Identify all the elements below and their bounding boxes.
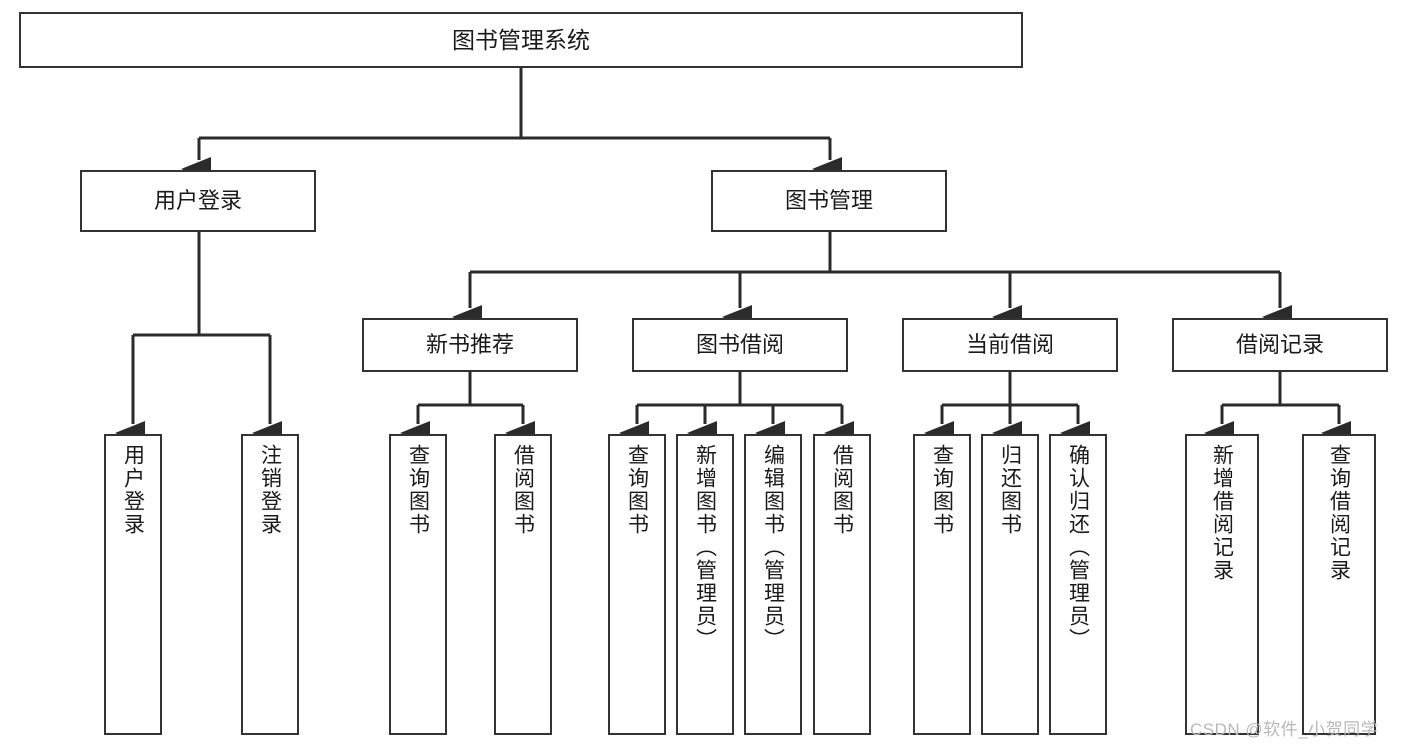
node-leaf-query-record[interactable]: 查询借阅记录 (1302, 434, 1376, 735)
node-leaf-query-book-2[interactable]: 查询图书 (608, 434, 666, 735)
node-leaf-add-record[interactable]: 新增借阅记录 (1185, 434, 1259, 735)
node-label: 确认归还（管理员） (1066, 444, 1090, 651)
node-label: 借阅图书 (830, 444, 854, 536)
node-label: 归还图书 (998, 444, 1022, 536)
node-label: 查询借阅记录 (1327, 444, 1351, 582)
node-leaf-confirm-return[interactable]: 确认归还（管理员） (1049, 434, 1107, 735)
node-leaf-user-login[interactable]: 用户登录 (104, 434, 162, 735)
csdn-watermark: CSDN @软件_小贺同学 (1190, 720, 1379, 739)
node-label: 查询图书 (930, 444, 954, 536)
node-leaf-borrow-book-1[interactable]: 借阅图书 (494, 434, 552, 735)
node-label: 用户登录 (153, 188, 242, 214)
node-label: 借阅图书 (511, 444, 535, 536)
node-root-book-management-system[interactable]: 图书管理系统 (19, 12, 1023, 68)
node-leaf-borrow-book-2[interactable]: 借阅图书 (813, 434, 871, 735)
node-leaf-user-logout[interactable]: 注销登录 (241, 434, 299, 735)
node-label: 编辑图书（管理员） (761, 444, 785, 651)
node-label: 图书管理 (784, 188, 873, 214)
node-label: 借阅记录 (1235, 332, 1324, 358)
node-leaf-query-book-1[interactable]: 查询图书 (389, 434, 447, 735)
node-leaf-query-book-3[interactable]: 查询图书 (913, 434, 971, 735)
node-book-borrow[interactable]: 图书借阅 (632, 318, 848, 372)
node-label: 注销登录 (258, 444, 282, 536)
node-label: 查询图书 (406, 444, 430, 536)
node-current-borrow[interactable]: 当前借阅 (902, 318, 1118, 372)
node-label: 用户登录 (121, 444, 145, 536)
node-user-login[interactable]: 用户登录 (80, 170, 316, 232)
node-label: 新书推荐 (425, 332, 514, 358)
node-leaf-return-book[interactable]: 归还图书 (981, 434, 1039, 735)
node-new-book-recommend[interactable]: 新书推荐 (362, 318, 578, 372)
node-book-manage[interactable]: 图书管理 (711, 170, 947, 232)
node-label: 图书管理系统 (452, 26, 590, 53)
node-borrow-record[interactable]: 借阅记录 (1172, 318, 1388, 372)
node-label: 新增图书（管理员） (693, 444, 717, 651)
node-label: 查询图书 (625, 444, 649, 536)
node-leaf-edit-book[interactable]: 编辑图书（管理员） (744, 434, 802, 735)
node-label: 图书借阅 (695, 332, 784, 358)
node-label: 新增借阅记录 (1210, 444, 1234, 582)
node-label: 当前借阅 (965, 332, 1054, 358)
node-leaf-add-book[interactable]: 新增图书（管理员） (676, 434, 734, 735)
